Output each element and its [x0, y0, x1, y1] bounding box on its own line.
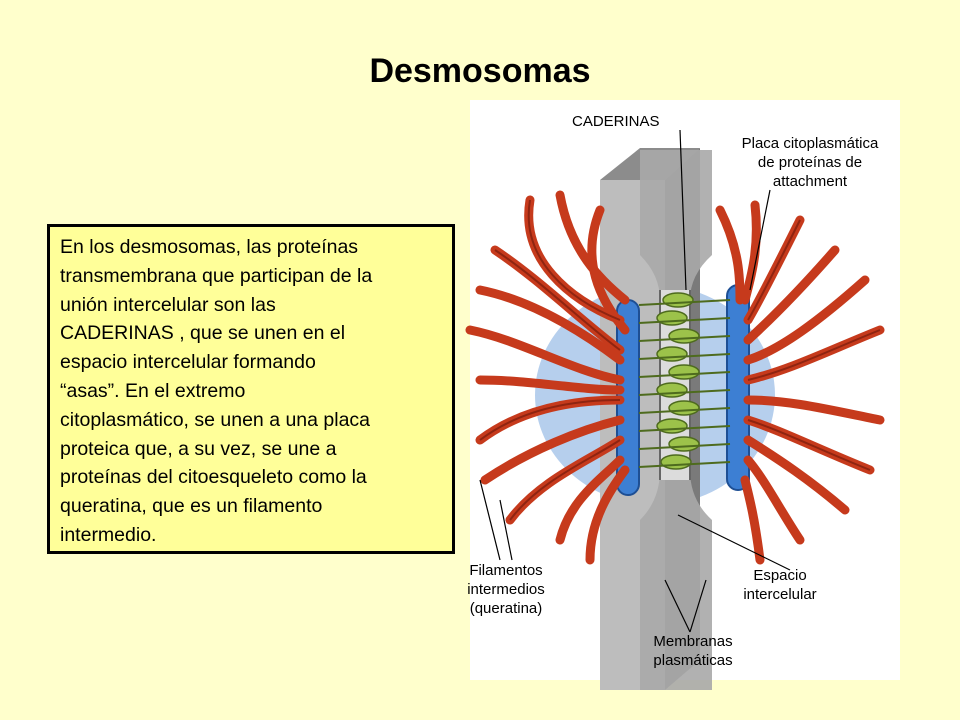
label-membranas-line2: plasmáticas	[653, 652, 732, 669]
page-title: Desmosomas	[369, 52, 591, 90]
info-line: En los desmosomas, las proteínas	[60, 236, 359, 258]
info-text-box: En los desmosomas, las proteínas transme…	[47, 224, 455, 554]
info-line: proteica que, a su vez, se une a	[60, 437, 337, 460]
info-line: intermedio.	[60, 523, 157, 546]
info-line: queratina, que es un filamento	[60, 495, 323, 518]
label-placa-line3: attachment	[773, 173, 848, 190]
label-placa-line2: de proteínas de	[758, 154, 862, 171]
label-filamentos-line1: Filamentos	[469, 562, 542, 579]
label-espacio-line2: intercelular	[743, 586, 816, 603]
cadherins	[638, 292, 731, 470]
leader-lines	[479, 129, 791, 633]
info-line: unión intercelular son las	[60, 293, 276, 316]
label-membranas-line1: Membranas	[653, 633, 732, 650]
label-placa-line1: Placa citoplasmática	[742, 135, 879, 152]
intermediate-filaments-right-shade	[747, 219, 881, 471]
label-espacio-line1: Espacio	[753, 567, 806, 584]
info-line: transmembrana que participan de la	[60, 264, 373, 287]
label-caderinas: CADERINAS	[572, 113, 660, 130]
label-filamentos-line3: (queratina)	[470, 600, 543, 617]
info-line: CADERINAS , que se unen en el	[60, 322, 346, 345]
label-filamentos-line2: intermedios	[467, 581, 545, 598]
info-line: “asas”. En el extremo	[60, 379, 246, 402]
info-line: proteínas del citoesqueleto como la	[60, 466, 367, 489]
info-line: espacio intercelular formando	[60, 351, 316, 374]
info-line: citoplasmático, se unen a una placa	[60, 408, 371, 431]
intermediate-filaments-left-shade	[479, 199, 621, 521]
